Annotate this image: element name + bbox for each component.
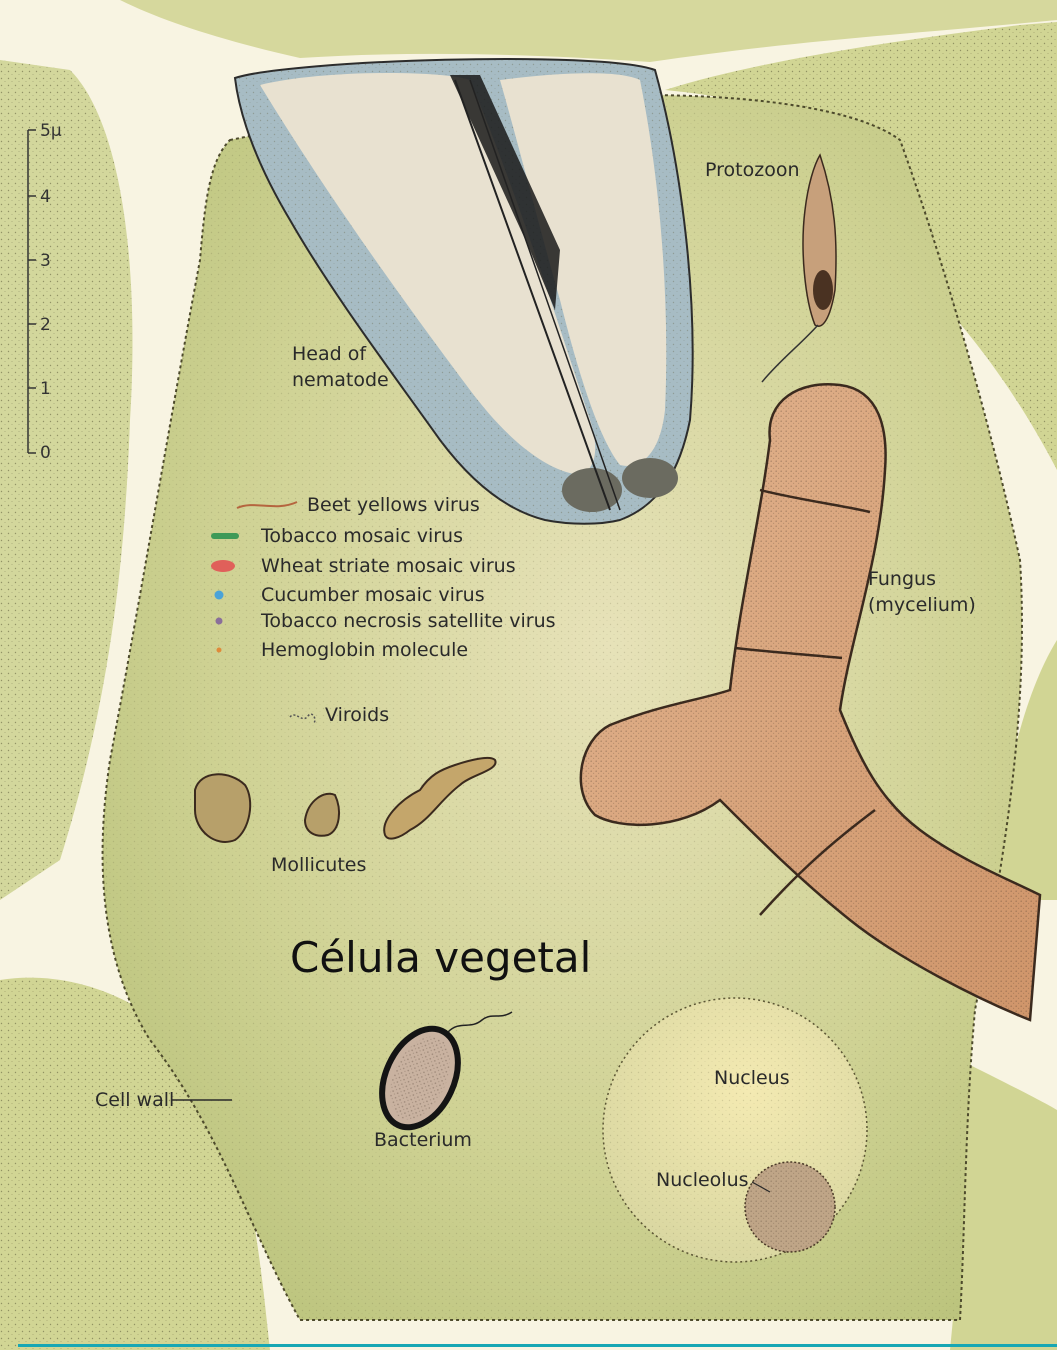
cucumber-mosaic-swatch	[205, 588, 253, 602]
legend-label: Beet yellows virus	[307, 494, 480, 516]
nucleus	[603, 998, 867, 1262]
legend-item-tobacco-mosaic-virus: Tobacco mosaic virus	[205, 523, 463, 549]
legend-label: Hemoglobin molecule	[261, 639, 468, 661]
plant-cell-caption: Célula vegetal	[290, 930, 591, 986]
protozoon-label: Protozoon	[705, 158, 799, 182]
wheat-striate-swatch	[205, 559, 253, 573]
tobacco-mosaic-swatch	[205, 529, 253, 543]
cell-wall-label: Cell wall	[95, 1088, 174, 1112]
legend-item-cucumber-mosaic-virus: Cucumber mosaic virus	[205, 582, 485, 608]
bacterium-label: Bacterium	[374, 1128, 472, 1152]
scale-top-label: 5μ	[40, 122, 62, 140]
nematode-label-line2: nematode	[292, 368, 389, 392]
scale-tick-1: 1	[40, 380, 51, 398]
fungus-label-line2: (mycelium)	[868, 593, 976, 617]
fungus-label-line1: Fungus	[868, 567, 936, 591]
legend-item-tobacco-necrosis-satellite-virus: Tobacco necrosis satellite virus	[205, 608, 556, 634]
viroids-label: Viroids	[325, 703, 389, 727]
legend-item-beet-yellows-virus: Beet yellows virus	[235, 492, 480, 518]
tobacco-necrosis-swatch	[205, 614, 253, 628]
nucleus-label: Nucleus	[714, 1066, 790, 1090]
nucleolus-label: Nucleolus	[656, 1168, 749, 1192]
scale-tick-4: 4	[40, 188, 51, 206]
mollicutes-label: Mollicutes	[271, 853, 366, 877]
hemoglobin-swatch	[205, 643, 253, 657]
scale-tick-3: 3	[40, 252, 51, 270]
legend-label: Tobacco mosaic virus	[261, 525, 463, 547]
legend-label: Tobacco necrosis satellite virus	[261, 610, 556, 632]
legend-label: Cucumber mosaic virus	[261, 584, 485, 606]
bottom-accent-rule	[18, 1344, 1057, 1347]
nematode-label-line1: Head of	[292, 342, 366, 366]
scale-tick-2: 2	[40, 316, 51, 334]
beet-yellows-swatch	[235, 498, 299, 512]
legend-item-wheat-striate-mosaic-virus: Wheat striate mosaic virus	[205, 553, 516, 579]
legend-item-hemoglobin-molecule: Hemoglobin molecule	[205, 637, 468, 663]
legend-label: Wheat striate mosaic virus	[261, 555, 516, 577]
scale-tick-0: 0	[40, 444, 51, 462]
